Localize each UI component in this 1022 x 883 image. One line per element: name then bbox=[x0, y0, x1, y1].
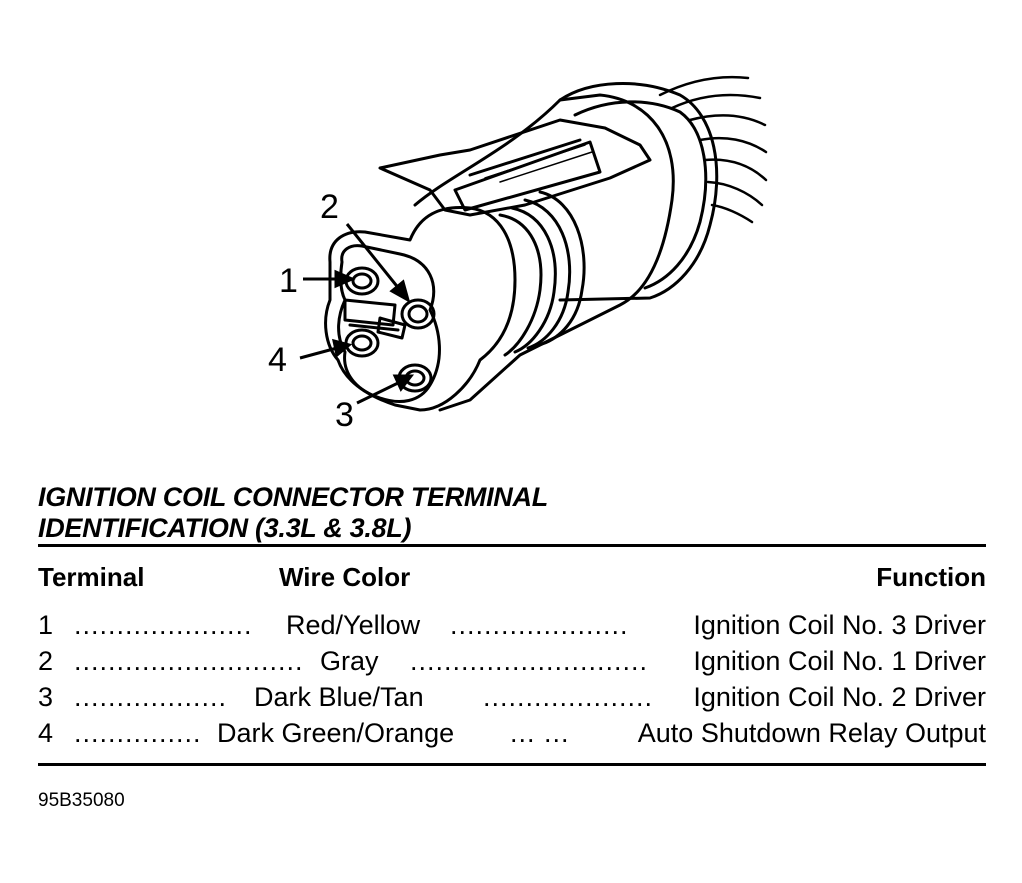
front-face bbox=[337, 244, 441, 403]
terminal-number: 1 bbox=[38, 610, 54, 640]
top-rule bbox=[38, 544, 986, 547]
callout-2: 2 bbox=[320, 188, 339, 226]
table-row: 2 ........................... Gray .....… bbox=[38, 646, 986, 682]
function: Ignition Coil No. 2 Driver bbox=[683, 682, 986, 713]
wire-color: Red/Yellow bbox=[274, 610, 433, 641]
bottom-rule bbox=[38, 763, 986, 766]
connector-body bbox=[413, 93, 675, 412]
front-housing bbox=[324, 205, 517, 412]
function: Ignition Coil No. 1 Driver bbox=[683, 646, 986, 677]
leader-dots: ............................ bbox=[410, 646, 649, 676]
body-ribs bbox=[498, 213, 543, 357]
callout-arrows bbox=[299, 223, 415, 405]
wire-color: Gray bbox=[308, 646, 391, 677]
figure-code: 95B35080 bbox=[38, 790, 125, 811]
function: Auto Shutdown Relay Output bbox=[627, 718, 986, 749]
title-line-1: IGNITION COIL CONNECTOR TERMINAL bbox=[38, 482, 548, 512]
table-row: 1 ..................... Red/Yellow .....… bbox=[38, 610, 986, 646]
rear-collar bbox=[558, 82, 719, 302]
leader-dots: ........................... bbox=[74, 646, 304, 676]
table-title: IGNITION COIL CONNECTOR TERMINAL IDENTIF… bbox=[38, 482, 548, 544]
leader-dots: ............... bbox=[74, 718, 202, 748]
terminal-number: 3 bbox=[38, 682, 54, 712]
header-wire-color: Wire Color bbox=[279, 562, 411, 592]
connector-illustration: 1 2 3 4 bbox=[268, 75, 768, 434]
callout-4: 4 bbox=[268, 341, 287, 379]
wire-color: Dark Green/Orange bbox=[205, 718, 467, 749]
header-terminal: Terminal bbox=[38, 562, 145, 592]
header-function: Function bbox=[876, 562, 986, 592]
terminal-number: 2 bbox=[38, 646, 54, 676]
leader-dots: ..................... bbox=[74, 610, 253, 640]
terminal-number: 4 bbox=[38, 718, 54, 748]
table-row: 3 .................. Dark Blue/Tan .....… bbox=[38, 682, 986, 718]
leader-dots: ..................... bbox=[450, 610, 629, 640]
leader-dots: .................. bbox=[74, 682, 228, 712]
leader-dots: .................... bbox=[483, 682, 654, 712]
table-row: 4 ............... Dark Green/Orange ... … bbox=[38, 718, 986, 754]
title-line-2: IDENTIFICATION (3.3L & 3.8L) bbox=[38, 513, 412, 543]
leader-dots: ... ... bbox=[510, 718, 570, 748]
function: Ignition Coil No. 3 Driver bbox=[683, 610, 986, 641]
wire-color: Dark Blue/Tan bbox=[242, 682, 436, 713]
callout-1: 1 bbox=[279, 262, 298, 300]
callout-3: 3 bbox=[335, 396, 354, 434]
